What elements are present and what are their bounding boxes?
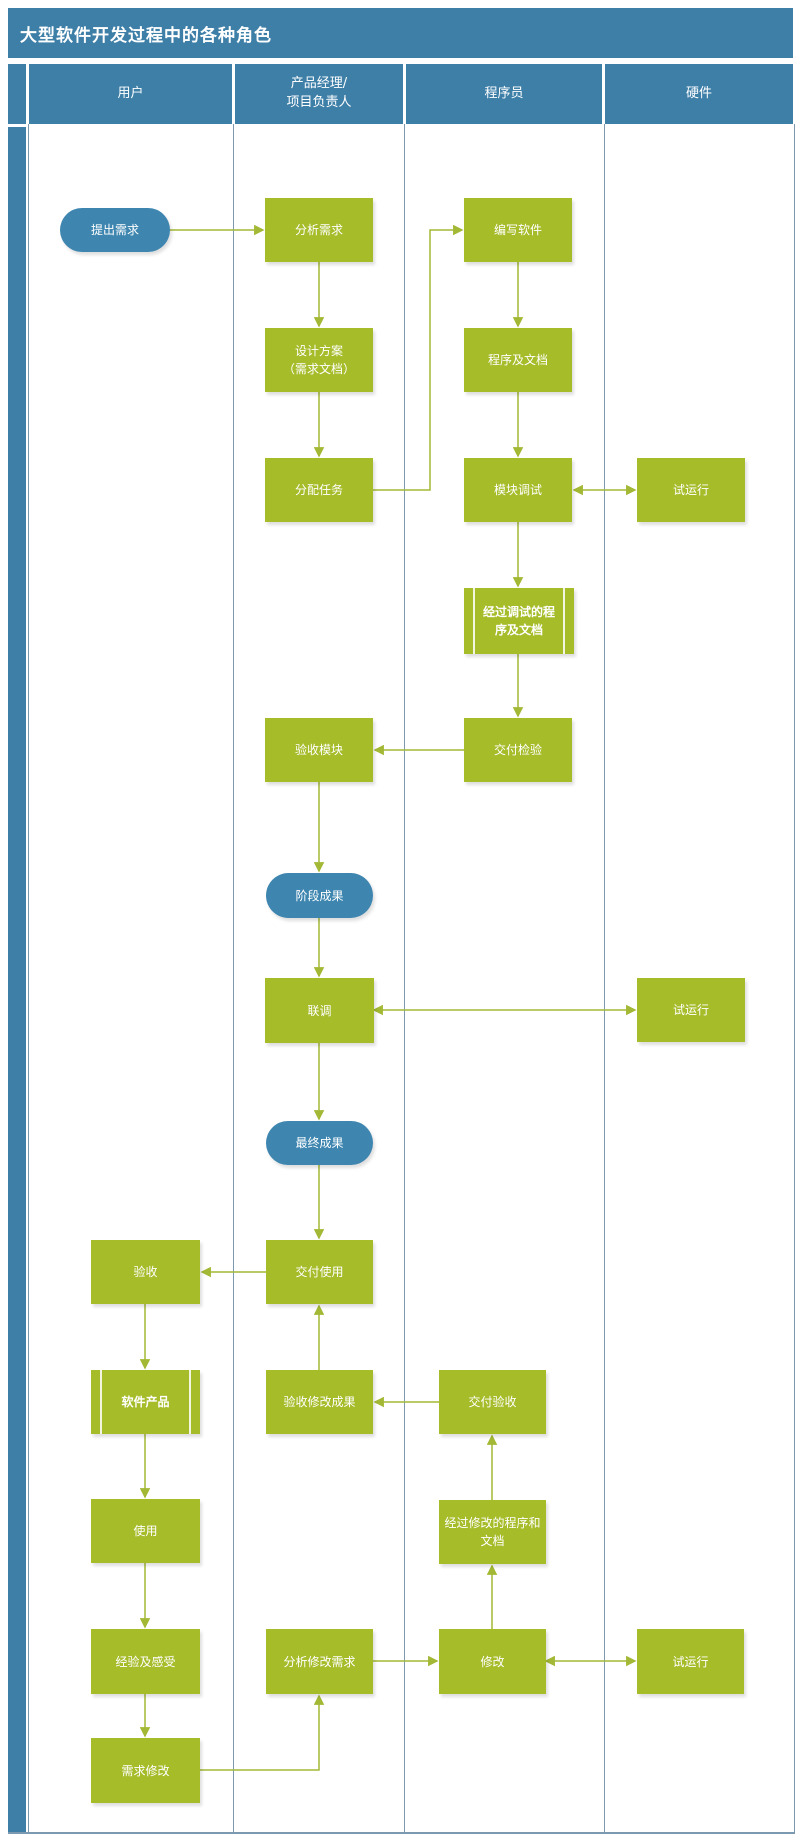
node-label: 验收 xyxy=(133,1265,158,1279)
node-yanshoumokuai: 验收模块 xyxy=(265,718,373,782)
node-zuizhongchengguo: 最终成果 xyxy=(266,1121,373,1165)
diagram-bottom-border xyxy=(8,1832,795,1834)
node-yanshouxiugai: 验收修改成果 xyxy=(266,1370,373,1434)
lane-header-programmer: 程序员 xyxy=(406,64,602,124)
node-label: 提出需求 xyxy=(90,223,139,237)
node-label: 修改 xyxy=(480,1654,505,1669)
node-chengxuwendang: 程序及文档 xyxy=(464,328,572,392)
node-fenxixiugai: 分析修改需求 xyxy=(266,1629,373,1694)
node-fenpeirenwu: 分配任务 xyxy=(265,458,373,522)
node-label: 模块调试 xyxy=(493,483,542,497)
node-label: 验收修改成果 xyxy=(283,1395,356,1409)
node-label: 试运行 xyxy=(672,1003,709,1017)
node-shiyunxing-3: 试运行 xyxy=(637,1629,744,1694)
node-bianxieruanjian: 编写软件 xyxy=(464,198,572,262)
node-label: 分析修改需求 xyxy=(283,1654,356,1669)
node-label: 阶段成果 xyxy=(295,888,344,903)
node-label: 联调 xyxy=(307,1003,332,1018)
node-xiugaichengxu: 经过修改的程序和 文档 xyxy=(439,1500,546,1564)
node-shejifangan: 设计方案 （需求文档） xyxy=(265,328,373,392)
node-jiaofushiyong: 交付使用 xyxy=(266,1240,373,1304)
node-xiugai: 修改 xyxy=(439,1629,546,1694)
lane-header-pm: 产品经理/ 项目负责人 xyxy=(235,64,403,124)
node-label: 编写软件 xyxy=(493,223,542,237)
lane-divider xyxy=(28,124,29,1834)
node-label: 试运行 xyxy=(672,1654,709,1669)
node-label: 交付使用 xyxy=(295,1265,344,1279)
node-label: 程序及文档 xyxy=(487,353,548,367)
predefined-side-bar xyxy=(473,588,475,654)
node-label: 分析需求 xyxy=(294,223,343,237)
node-jiaofujianyan: 交付检验 xyxy=(464,718,572,782)
node-label: 经过修改的程序和 文档 xyxy=(444,1516,541,1548)
node-label: 设计方案 （需求文档） xyxy=(282,344,355,376)
node-shiyunxing-2: 试运行 xyxy=(637,978,745,1042)
node-tichuxuqiu: 提出需求 xyxy=(60,208,170,252)
node-label: 经过调试的程 序及文档 xyxy=(482,605,555,637)
node-liantiao: 联调 xyxy=(265,978,374,1043)
title-bar: 大型软件开发过程中的各种角色 xyxy=(8,8,793,58)
lane-left-strip xyxy=(8,127,26,1833)
predefined-side-bar xyxy=(189,1370,191,1434)
node-tiaoshichengxu: 经过调试的程 序及文档 xyxy=(464,588,574,654)
lane-divider xyxy=(233,124,234,1834)
lane-header-hardware: 硬件 xyxy=(605,64,793,124)
node-ruanjianchanpin: 软件产品 xyxy=(91,1370,200,1434)
lane-divider xyxy=(404,124,405,1834)
node-label: 最终成果 xyxy=(295,1136,344,1150)
header-strip-cell xyxy=(8,64,26,124)
node-jiaofuyanshou: 交付验收 xyxy=(439,1370,546,1434)
node-label: 软件产品 xyxy=(121,1395,170,1409)
node-label: 验收模块 xyxy=(294,743,343,757)
node-label: 使用 xyxy=(133,1524,158,1538)
node-label: 分配任务 xyxy=(294,483,343,497)
predefined-side-bar xyxy=(563,588,565,654)
node-shiyong: 使用 xyxy=(91,1499,200,1563)
node-xuqiuxiugai: 需求修改 xyxy=(91,1738,200,1803)
predefined-side-bar xyxy=(100,1370,102,1434)
node-jieduanchengguo: 阶段成果 xyxy=(266,873,373,918)
node-label: 需求修改 xyxy=(121,1763,170,1778)
node-label: 经验及感受 xyxy=(115,1654,176,1669)
node-label: 交付检验 xyxy=(493,743,542,757)
lane-header-user: 用户 xyxy=(29,64,232,124)
node-label: 试运行 xyxy=(672,483,709,497)
node-jingyangangshou: 经验及感受 xyxy=(91,1629,200,1694)
node-mokuaitiaoshi: 模块调试 xyxy=(464,458,572,522)
node-shiyunxing-1: 试运行 xyxy=(637,458,745,522)
lane-divider xyxy=(794,124,795,1834)
diagram-title: 大型软件开发过程中的各种角色 xyxy=(20,25,272,46)
lane-divider xyxy=(604,124,605,1834)
node-yanshou: 验收 xyxy=(91,1240,200,1304)
node-label: 交付验收 xyxy=(468,1395,517,1409)
node-fenxixuqiu: 分析需求 xyxy=(265,198,373,262)
